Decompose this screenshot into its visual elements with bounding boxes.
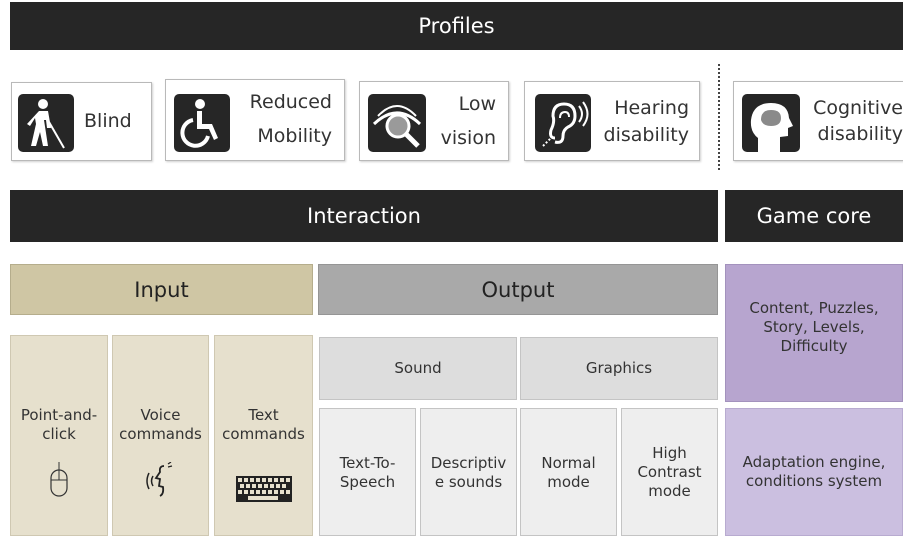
- output-normal-mode: Normal mode: [520, 408, 617, 536]
- normal-mode-label-2: mode: [547, 473, 590, 491]
- wheelchair-icon: [174, 94, 230, 152]
- game-core-title: Game core: [756, 204, 872, 228]
- keyboard-icon: [235, 476, 292, 502]
- game-core-adaptation-box: Adaptation engine, conditions system: [725, 408, 903, 536]
- input-voice-commands: Voice commands: [112, 335, 209, 536]
- tts-label-2: Speech: [339, 473, 396, 491]
- tts-label-1: Text-To-: [339, 454, 396, 472]
- high-contrast-label-1: High: [652, 444, 687, 462]
- input-point-and-click: Point-and- click: [10, 335, 108, 536]
- profile-card-hearing: Hearing disability: [524, 81, 700, 161]
- interaction-header: Interaction: [10, 190, 718, 242]
- sound-label: Sound: [394, 359, 442, 377]
- input-text-commands: Text commands: [214, 335, 313, 536]
- head-brain-icon: [742, 94, 800, 152]
- output-high-contrast-mode: High Contrast mode: [621, 408, 718, 536]
- game-core-content-text: Content, Puzzles, Story, Levels, Difficu…: [749, 299, 879, 355]
- output-graphics: Graphics: [520, 337, 718, 400]
- profile-label-hearing-2: disability: [603, 124, 689, 146]
- high-contrast-label-3: mode: [648, 482, 691, 500]
- input-header: Input: [10, 264, 313, 315]
- output-text-to-speech: Text-To- Speech: [319, 408, 416, 536]
- profile-label-cognitive-1: Cognitive: [813, 97, 903, 119]
- profile-label-low-vision-1: Low: [458, 93, 496, 115]
- output-descriptive-sounds: Descriptiv e sounds: [420, 408, 517, 536]
- profiles-dotted-separator: [718, 64, 720, 170]
- descriptive-label-2: e sounds: [434, 473, 503, 491]
- output-header: Output: [318, 264, 718, 315]
- profile-label-cognitive-2: disability: [817, 123, 903, 145]
- profile-card-reduced-mobility: Reduced Mobility: [165, 79, 345, 161]
- profile-card-blind: Blind: [11, 82, 152, 161]
- game-core-adaptation-text: Adaptation engine, conditions system: [742, 453, 886, 490]
- mouse-icon: [50, 462, 68, 497]
- profiles-title: Profiles: [418, 14, 495, 38]
- voice-commands-label-2: commands: [119, 425, 202, 443]
- game-core-content-box: Content, Puzzles, Story, Levels, Difficu…: [725, 264, 903, 402]
- graphics-label: Graphics: [585, 359, 653, 377]
- voice-icon: [145, 462, 172, 497]
- profile-label-blind: Blind: [84, 110, 132, 132]
- blind-person-icon: [18, 94, 74, 152]
- profile-label-reduced-mobility-2: Mobility: [257, 125, 332, 147]
- ear-icon: [535, 94, 591, 152]
- profile-card-cognitive: Cognitive disability: [733, 81, 903, 161]
- input-title: Input: [134, 277, 189, 302]
- normal-mode-label-1: Normal: [541, 454, 596, 472]
- voice-commands-label-1: Voice: [140, 406, 181, 424]
- point-and-click-label-2: click: [42, 425, 76, 443]
- game-core-header: Game core: [725, 190, 903, 242]
- profile-label-hearing-1: Hearing: [614, 97, 689, 119]
- text-commands-label-2: commands: [222, 425, 305, 443]
- point-and-click-label-1: Point-and-: [20, 406, 98, 424]
- magnifier-eye-icon: [368, 94, 426, 152]
- text-commands-label-1: Text: [248, 406, 279, 424]
- profile-card-low-vision: Low vision: [359, 81, 509, 161]
- descriptive-label-1: Descriptiv: [430, 454, 507, 472]
- profile-label-reduced-mobility-1: Reduced: [249, 91, 332, 113]
- output-sound: Sound: [319, 337, 517, 400]
- interaction-title: Interaction: [307, 204, 421, 228]
- output-title: Output: [481, 277, 555, 302]
- profile-label-low-vision-2: vision: [440, 127, 496, 149]
- high-contrast-label-2: Contrast: [637, 463, 702, 481]
- profiles-header: Profiles: [10, 2, 903, 50]
